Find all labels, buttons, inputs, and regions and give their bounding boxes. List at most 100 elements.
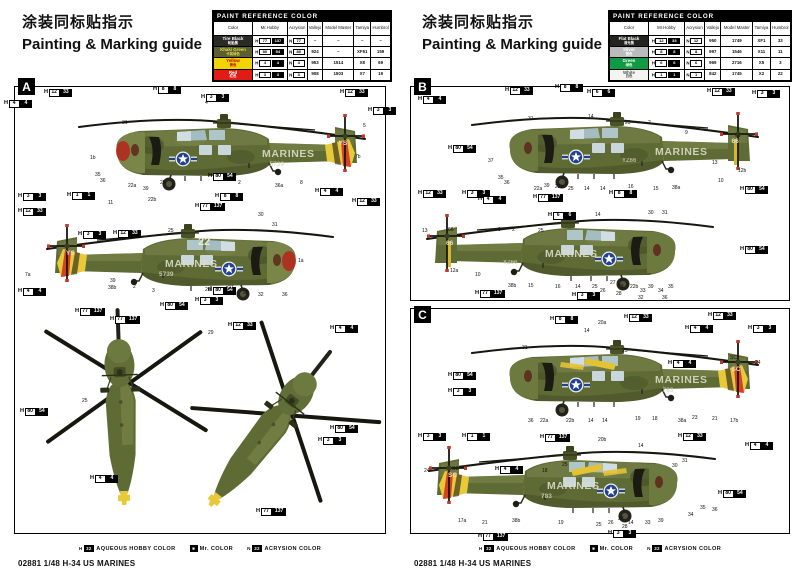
part-number-callout: 23 [692, 415, 698, 421]
part-number-callout: 28 [616, 291, 622, 297]
part-number-callout: 36 [528, 418, 534, 424]
part-number-callout: 4 [171, 184, 174, 190]
helicopter-top-view-a3 [33, 305, 213, 515]
part-number-callout: 39 [143, 186, 149, 192]
part-number-callout: 19 [558, 520, 564, 526]
part-number-callout: 25 [82, 398, 88, 404]
vallejo-code: 997 [704, 46, 722, 59]
helicopter-side-view-c2: MARINES 783 SC [421, 437, 721, 532]
part-number-callout: 24 [755, 360, 761, 366]
part-number-callout: 19 [635, 416, 641, 422]
helicopter-side-view-a1: MARINES 5739 YS [73, 105, 373, 200]
svg-text:YS: YS [66, 250, 75, 257]
part-number-callout: 31 [682, 458, 688, 464]
part-number-callout: 14 [600, 186, 606, 192]
part-number-callout: 66 [448, 227, 454, 233]
model-master-code: 1503 [322, 68, 355, 81]
part-number-callout: 31 [122, 120, 128, 126]
part-number-callout: 9 [685, 130, 688, 136]
legend-mr-color-right: ■Mr. COLOR [589, 545, 634, 552]
part-number-callout: 66 [735, 133, 741, 139]
part-number-callout: 14 [602, 418, 608, 424]
panel-label-c: C [414, 306, 431, 323]
part-number-callout: 16 [628, 184, 634, 190]
helicopter-side-view-a2: MARINES 5739 22 YS [39, 215, 339, 310]
part-number-callout: 2 [512, 227, 515, 233]
part-number-callout: 7a [25, 272, 31, 278]
part-number-callout: 24 [424, 468, 430, 474]
part-number-callout: 30 [672, 463, 678, 469]
part-number-callout: 9 [498, 227, 501, 233]
tamiya-code: X8 [353, 57, 372, 70]
part-number-callout: 35 [95, 172, 101, 178]
humbrol-code: – [370, 34, 391, 48]
kit-number-left: 02881 1/48 H-34 US MARINES [18, 559, 136, 568]
tamiya-code: X2 [752, 68, 771, 81]
page-header: 涂装同标贴指示 Painting & Marking guide [22, 14, 202, 54]
svg-text:66: 66 [446, 240, 454, 247]
part-number-callout: 26 [600, 288, 606, 294]
part-number-callout: 36 [282, 292, 288, 298]
part-number-callout: 7b [355, 154, 361, 160]
part-number-callout: 21 [482, 520, 488, 526]
part-number-callout: 10 [475, 272, 481, 278]
humbrol-code: 33 [769, 34, 792, 48]
part-number-callout: 38a [678, 418, 687, 424]
part-number-callout: 26 [608, 520, 614, 526]
vallejo-code: 953 [306, 57, 324, 70]
part-number-callout: 14 [628, 520, 634, 526]
panel-b: MARINES YZ66 66 [410, 86, 790, 301]
svg-text:SC: SC [732, 366, 741, 373]
humbrol-code: 11 [769, 46, 792, 59]
page-header-right: 涂装同标贴指示 Painting & Marking guide [422, 14, 602, 54]
part-number-callout: 36a [275, 183, 284, 189]
part-number-callout: 14 [595, 212, 601, 218]
svg-text:YS: YS [339, 140, 348, 147]
part-number-callout: 1b [90, 155, 96, 161]
part-number-callout: 39 [110, 278, 116, 284]
paint-col-2: Acrysion [683, 21, 706, 36]
part-number-callout: 39 [544, 183, 550, 189]
humbrol-code: 22 [769, 68, 792, 81]
part-number-callout: 18 [652, 416, 658, 422]
model-master-code: 1745 [720, 68, 754, 81]
part-number-callout: 22b [148, 197, 157, 203]
part-number-callout: 25 [596, 522, 602, 528]
part-number-callout: 20a [598, 320, 607, 326]
part-number-callout: 36 [662, 295, 668, 301]
part-number-callout: 27 [618, 516, 624, 522]
title-chinese-right: 涂装同标贴指示 [422, 14, 535, 31]
part-number-callout: 27 [610, 280, 616, 286]
part-number-callout: 2 [133, 284, 136, 290]
part-number-callout: SC [452, 466, 459, 472]
part-number-callout: 13 [712, 160, 718, 166]
